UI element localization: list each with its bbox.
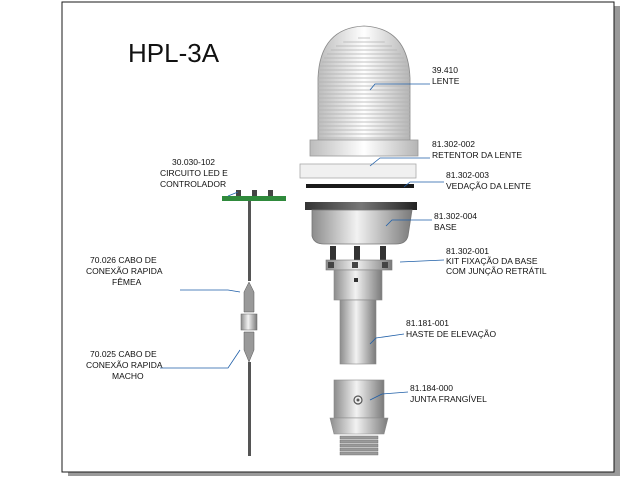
mast-code: 81.181-001	[406, 318, 449, 328]
base-code: 81.302-004	[434, 211, 477, 221]
leader-lines	[160, 83, 445, 401]
female-line2: CONEXÃO RAPIDA	[86, 266, 163, 276]
retainer-name: RETENTOR DA LENTE	[432, 150, 522, 160]
frangible-code: 81.184-000	[410, 383, 453, 393]
seal-name: VEDAÇÃO DA LENTE	[446, 181, 531, 191]
labels: 39.410 LENTE 81.302-002 RETENTOR DA LENT…	[86, 65, 547, 404]
base-name: BASE	[434, 222, 457, 232]
lens-name: LENTE	[432, 76, 460, 86]
led-circuit-part	[222, 190, 286, 201]
lens-part	[317, 25, 411, 141]
base-kit-line2: COM JUNÇÃO RETRÁTIL	[446, 266, 547, 276]
female-line3: FÊMEA	[112, 277, 142, 287]
lens-seal-part	[306, 184, 414, 188]
frangible-joint-part	[329, 379, 389, 456]
base-kit-code: 81.302-001	[446, 246, 489, 256]
male-line3: MACHO	[112, 371, 144, 381]
male-line1: 70.025 CABO DE	[90, 349, 157, 359]
base-kit-part	[325, 246, 393, 301]
base-part	[305, 202, 417, 245]
frangible-name: JUNTA FRANGÍVEL	[410, 394, 487, 404]
female-line1: 70.026 CABO DE	[90, 255, 157, 265]
lens-code: 39.410	[432, 65, 458, 75]
led-code: 30.030-102	[172, 157, 215, 167]
lens-retainer-part	[299, 139, 419, 179]
mast-part	[339, 299, 377, 365]
mast-name: HASTE DE ELEVAÇÃO	[406, 329, 496, 339]
led-line2: CONTROLADOR	[160, 179, 226, 189]
male-line2: CONEXÃO RAPIDA	[86, 360, 163, 370]
diagram-title: HPL-3A	[128, 38, 220, 68]
retainer-code: 81.302-002	[432, 139, 475, 149]
seal-code: 81.302-003	[446, 170, 489, 180]
cable-part	[240, 201, 258, 456]
led-line1: CIRCUITO LED E	[160, 168, 228, 178]
base-kit-line1: KIT FIXAÇÃO DA BASE	[446, 256, 538, 266]
